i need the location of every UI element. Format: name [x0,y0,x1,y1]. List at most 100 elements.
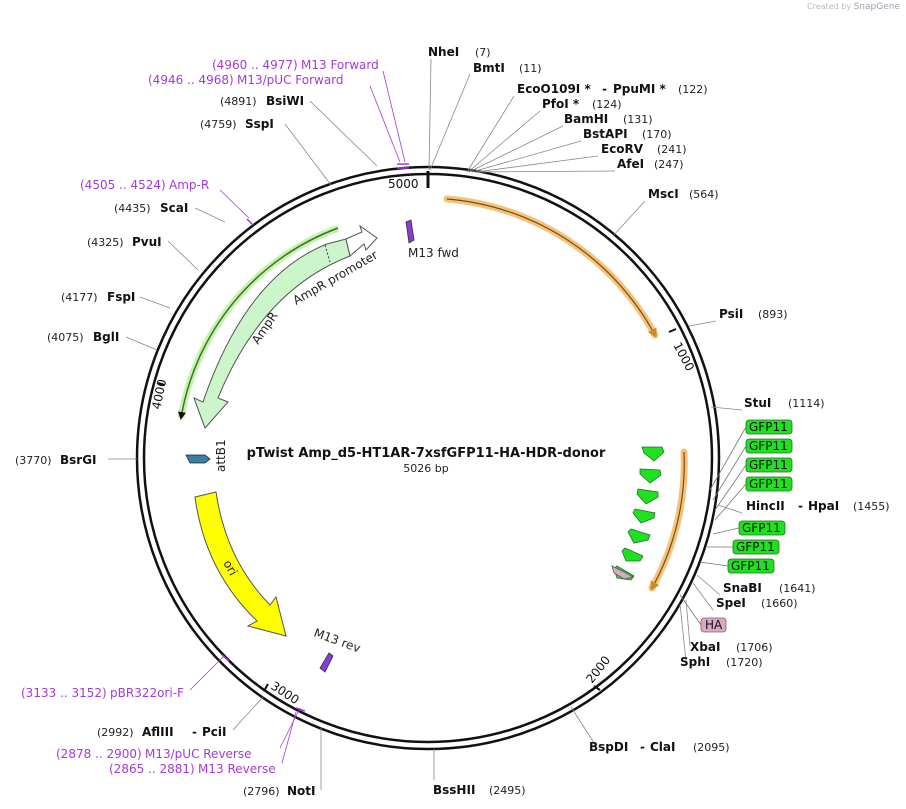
snapgene-credit: Created by SnapGene [807,2,900,12]
gfp11-tag-1-label: GFP11 [749,420,788,434]
enzyme-bgli-name: BglI [93,330,119,344]
backbone-outer [135,165,721,751]
tick-label-5000: 5000 [388,177,419,191]
enzyme-ecorv-pos: (241) [657,143,687,156]
gfp11-arrow-3 [636,488,659,505]
ha-tag: HA [700,617,727,633]
tick-4000: 4000 [149,378,169,411]
enzyme-bgli: (4075) BglI [47,330,119,344]
insert-orf-arrow [443,195,659,339]
ha-tag-label: HA [705,618,723,632]
enzyme-ecoo109i-name: EcoO109I * [517,82,591,96]
gfp11-arrow-2 [639,468,662,484]
enzyme-bamhi-name: BamHI [564,112,608,126]
enzyme-sspi-name: SspI [245,117,274,131]
enzyme-pvui-name: PvuI [132,235,162,249]
tick-label-4000: 4000 [149,378,169,411]
gfp11-tag-3-label: GFP11 [749,458,788,472]
enzyme-spei-name: SpeI [716,596,746,610]
enzyme-hpai-name: HpaI [808,499,839,513]
enzyme-pfoi: PfoI * (124) [542,97,622,111]
tick-label-2000: 2000 [583,653,613,686]
enzyme-clai-name: ClaI [650,740,675,754]
ampr-promoter-divider [324,244,331,263]
enzyme-bsshii-pos: (2495) [489,784,526,797]
gfp11-tag-6-label: GFP11 [736,540,775,554]
enzyme-bsshii-name: BssHII [433,783,475,797]
enzyme-xbai-name: XbaI [690,640,720,654]
enzyme-xbai: XbaI (1706) [690,640,773,654]
enzyme-scai-pos: (4435) [114,202,151,215]
enzyme-pfoi-pos: (124) [592,98,622,111]
enzyme-msci-name: MscI [648,187,679,201]
enzyme-snabi: SnaBI(1641) [723,581,816,595]
enzyme-bamhi: BamHI(131) [564,112,653,126]
primer-m13-reverse-range: (2865 .. 2881) [109,762,195,776]
enzyme-bgli-pos: (4075) [47,331,84,344]
primer-m13puc-forward: (4946 .. 4968)M13/pUC Forward [148,73,344,87]
enzyme-nhei-pos: (7) [475,46,491,59]
enzyme-bsiwi-name: BsiWI [266,94,304,108]
gfp11-arrows [613,446,665,581]
primer-amp-r: (4505 .. 4524)Amp-R [80,178,209,192]
ampr-promoter-arrow [345,224,378,257]
enzyme-bmti: BmtI (11) [473,61,542,75]
gfp11-tag-4-label: GFP11 [749,477,788,491]
enzyme-msci-pos: (564) [689,188,719,201]
enzyme-bstapi-name: BstAPI [583,127,628,141]
enzyme-stui-name: StuI [744,396,771,410]
enzyme-ecoo109i-ppumi: EcoO109I *-PpuMI *(122) [517,82,708,96]
ampr-highlight-line [178,227,339,420]
enzyme-bmti-name: BmtI [473,61,505,75]
enzyme-bspdi-clai: BspDI-ClaI(2095) [589,740,730,754]
enzyme-psii: PsiI (893) [719,307,788,321]
primer-m13-forward-name: M13 Forward [301,58,379,72]
enzyme-scai: (4435)ScaI [114,201,188,215]
gfp11-tag-3: GFP11 [745,457,793,473]
gfp11-arrow-5 [627,528,651,544]
enzyme-afei: AfeI(247) [617,157,684,171]
enzyme-psii-pos: (893) [758,308,788,321]
plasmid-size: 5026 bp [403,462,448,475]
primer-m13-forward: (4960 .. 4977)M13 Forward [212,58,379,72]
primer-pbr322ori-f: (3133 .. 3152)pBR322ori-F [21,686,184,700]
attb1-feature [185,454,211,464]
enzyme-hincii-pos: (1455) [853,500,890,513]
primer-m13puc-forward-range: (4946 .. 4968) [148,73,234,87]
gfp11-tag-connectors [679,426,747,626]
m13-rev-feature [319,652,334,673]
gfp11-tag-7-label: GFP11 [731,559,770,573]
primer-m13puc-reverse: (2878 .. 2900)M13/pUC Reverse [56,747,252,761]
gfp11-tag-7: GFP11 [727,558,775,574]
primer-pbr322ori-f-range: (3133 .. 3152) [21,686,107,700]
enzyme-bstapi-pos: (170) [642,128,672,141]
primer-leaders [189,70,406,764]
primer-m13-reverse-name: M13 Reverse [198,762,276,776]
enzyme-pfoi-name: PfoI * [542,97,580,111]
enzyme-afliii-name: AflIII [142,725,174,739]
credit-prefix: Created by [807,2,852,11]
primer-labels: (4960 .. 4977)M13 Forward (4946 .. 4968)… [21,58,379,776]
enzyme-ecorv-name: EcoRV [601,142,644,156]
enzyme-bmti-pos: (11) [519,62,542,75]
enzyme-afei-pos: (247) [654,158,684,171]
primer-marks [221,163,409,712]
enzyme-xbai-pos: (1706) [736,641,773,654]
gfp11-orf-arrow-line [650,451,685,591]
enzyme-psii-name: PsiI [719,307,743,321]
enzyme-msci: MscI (564) [648,187,719,201]
enzyme-sphi-pos: (1720) [726,656,763,669]
enzyme-fspi: (4177)FspI [61,290,135,304]
enzyme-afliii-pcii: (2992)AflIII-PciI [97,725,227,739]
enzyme-spei: SpeI(1660) [716,596,798,610]
enzyme-bspdi-pos: (2095) [693,741,730,754]
gfp11-tag-6: GFP11 [732,539,780,555]
enzyme-stui: StuI(1114) [744,396,825,410]
primer-amp-r-name: Amp-R [169,178,209,192]
svg-text:-: - [798,499,803,513]
enzyme-sphi-name: SphI [680,655,710,669]
credit-brand: SnapGene [853,2,900,12]
m13-fwd-feature [405,219,415,244]
primer-pbr322ori-f-name: pBR322ori-F [110,686,184,700]
enzyme-bsrgi-pos: (3770) [15,454,52,467]
